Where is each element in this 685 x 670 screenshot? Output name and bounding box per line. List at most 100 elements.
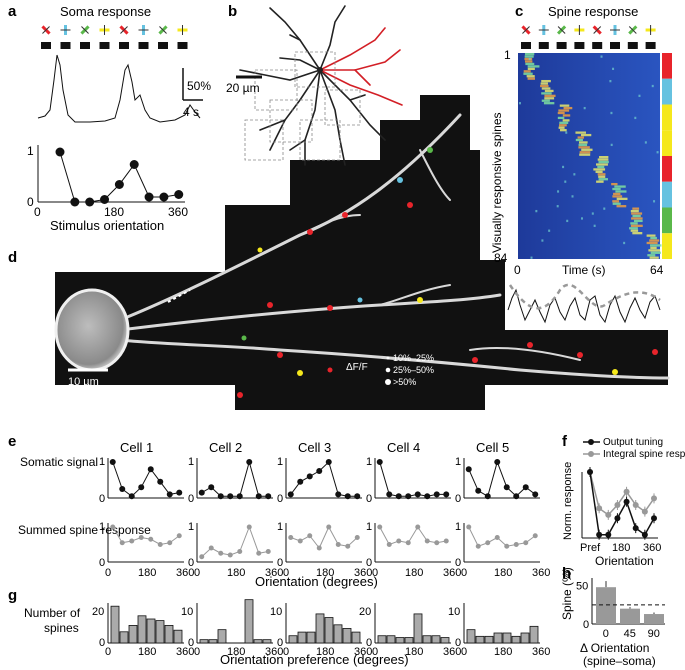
heatmap-cell	[631, 212, 643, 215]
g-xtick: 0	[105, 646, 111, 658]
e-tuning-point	[424, 538, 430, 544]
g-ytick: 0	[188, 637, 194, 649]
heatmap-cell	[579, 141, 588, 144]
heatmap-cell	[578, 146, 590, 149]
c-y-top: 1	[504, 48, 511, 62]
panel-a-title: Soma response	[60, 4, 151, 19]
legend-delta-f: ΔF/F	[346, 362, 368, 373]
heatmap-cell	[612, 195, 623, 198]
svg-text:>50%: >50%	[393, 377, 416, 387]
grating-icon	[80, 25, 90, 35]
stimulus-bar	[645, 42, 656, 49]
heatmap-cell	[571, 195, 574, 198]
heatmap-cell	[557, 111, 565, 115]
e-tuning-point	[119, 540, 125, 546]
spine-size-legend: ΔF/F 10%–25% 25%–50% >50%	[346, 353, 434, 387]
heatmap-cell	[597, 173, 606, 176]
heatmap-cell	[575, 138, 583, 142]
e-ytick: 1	[277, 521, 283, 533]
heatmap-cell	[557, 116, 565, 120]
stimulus-bar	[538, 42, 549, 49]
a-tuning-point	[159, 192, 169, 202]
panel-letter-h: h	[562, 565, 571, 582]
heatmap-cell	[598, 175, 606, 178]
soma-marker-b	[317, 67, 323, 73]
e-tuning-point	[434, 540, 440, 546]
h-ytick: 50	[576, 581, 588, 593]
heatmap-cell	[597, 158, 609, 161]
e-tuning-point	[208, 484, 215, 491]
f-series-point	[596, 531, 603, 538]
e-tuning-point	[198, 489, 205, 496]
g-ytick: 0	[277, 637, 283, 649]
grating-icon	[645, 25, 656, 35]
e-tuning-point	[396, 538, 402, 544]
h-ylabel: Spine (%)	[560, 567, 574, 620]
heatmap-cell	[535, 209, 538, 213]
heatmap-cell	[579, 153, 591, 156]
grating-icon	[177, 25, 188, 35]
g-bar	[324, 617, 334, 644]
g-bar	[413, 613, 423, 644]
stimulus-bar	[60, 42, 71, 49]
g-bar	[315, 613, 325, 644]
row-label-spine: Summed spine response	[18, 523, 151, 537]
e-tuning-point	[344, 493, 351, 500]
e-tuning-point	[485, 540, 491, 546]
e-tuning-point	[217, 493, 224, 500]
heatmap-cell	[523, 70, 531, 73]
g-xtick: 360	[443, 646, 461, 658]
heatmap-cell	[591, 212, 594, 215]
g-ytick: 0	[99, 637, 105, 649]
g-bar	[128, 625, 138, 644]
e-tuning-point	[138, 535, 144, 540]
h-xlabel-2: (spine–soma)	[583, 654, 656, 668]
grating-icon	[99, 25, 110, 35]
e-tuning-point	[288, 535, 294, 540]
e-tuning-point	[484, 493, 491, 500]
e-tuning-point	[255, 493, 262, 500]
e-tuning-point	[466, 524, 472, 530]
heatmap-cell	[564, 180, 567, 183]
e-tuning-point	[265, 549, 271, 554]
heatmap-cell	[649, 256, 659, 259]
heatmap-cell	[541, 239, 544, 242]
heatmap-cell	[610, 143, 613, 147]
heatmap-cell	[593, 168, 606, 171]
g-bar	[404, 637, 414, 644]
panel-c-title: Spine response	[548, 4, 638, 19]
cell-title: Cell 4	[387, 440, 420, 455]
g-bar	[511, 635, 521, 644]
e-tuning-point	[326, 524, 332, 530]
stimulus-bar	[99, 42, 110, 49]
heatmap-cell	[600, 55, 603, 58]
g-bar	[146, 618, 156, 644]
heatmap-cell	[634, 116, 637, 120]
heatmap-cell	[629, 227, 638, 230]
panel-letter-e: e	[8, 433, 16, 450]
e-ytick: 0	[99, 557, 105, 569]
e-xlabel: Orientation (degrees)	[255, 574, 378, 589]
f-series-point	[641, 508, 648, 515]
f-series-point	[623, 488, 630, 495]
heatmap-cell	[633, 219, 643, 223]
f-series-point	[623, 498, 630, 505]
e-tuning-point	[157, 478, 164, 485]
side-color-block	[662, 207, 672, 234]
g-ylabel-1: Number of	[24, 606, 81, 620]
stimulus-bar	[592, 42, 603, 49]
e-ytick: 1	[99, 456, 105, 468]
f-series-point	[587, 469, 593, 475]
scale-label-d: 10 µm	[68, 376, 99, 388]
heatmap	[518, 53, 660, 259]
stimulus-bar	[521, 42, 531, 49]
stimulus-bar	[41, 42, 51, 49]
svg-text:10%–25%: 10%–25%	[393, 353, 434, 363]
heatmap-cell	[526, 75, 535, 78]
g-xtick: 360	[265, 646, 283, 658]
e-tuning-point	[415, 524, 421, 530]
e-tuning-point	[167, 540, 173, 546]
grating-icon	[610, 25, 620, 35]
e-tuning-point	[109, 459, 116, 465]
